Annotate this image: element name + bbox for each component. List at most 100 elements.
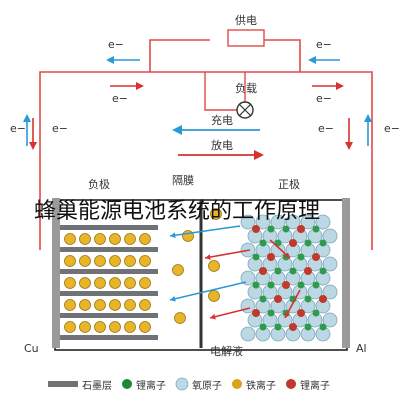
electron-arrowhead bbox=[345, 142, 353, 150]
load-label: 负载 bbox=[235, 81, 257, 95]
oxygen-atom bbox=[322, 256, 338, 272]
iron-ion bbox=[259, 295, 267, 303]
lithium-ion bbox=[94, 277, 106, 289]
ion-path-arrowhead bbox=[170, 232, 176, 239]
load: 负载 bbox=[235, 81, 257, 119]
lithium-ion bbox=[94, 233, 106, 245]
anode-graphite-stack bbox=[60, 225, 158, 340]
lithium-ion bbox=[79, 233, 91, 245]
lithium-ion bbox=[109, 255, 121, 267]
iron-ion bbox=[312, 281, 320, 289]
oxygen-atom bbox=[315, 214, 331, 230]
oxygen-atom bbox=[322, 284, 338, 300]
metal-ion bbox=[267, 253, 275, 261]
ion-path-arrowhead bbox=[284, 252, 290, 258]
oxygen-atom bbox=[300, 214, 316, 230]
iron-ion bbox=[319, 267, 327, 275]
migrating-lithium-ion bbox=[210, 208, 222, 220]
metal-ion bbox=[312, 253, 320, 261]
electron-label: e− bbox=[318, 122, 334, 135]
iron-ion bbox=[274, 323, 282, 331]
graphite-layer bbox=[60, 247, 158, 252]
iron-ion bbox=[304, 323, 312, 331]
metal-ion bbox=[297, 225, 305, 233]
electron-arrowhead bbox=[136, 82, 144, 90]
graphite-layer bbox=[60, 335, 158, 340]
electron-arrowhead bbox=[364, 114, 372, 122]
cu-collector bbox=[52, 198, 60, 348]
iron-ion bbox=[267, 309, 275, 317]
lithium-ion bbox=[79, 299, 91, 311]
outer-wire bbox=[39, 71, 373, 250]
lithium-ion bbox=[109, 321, 121, 333]
metal-ion bbox=[252, 309, 260, 317]
inner-wire-right bbox=[262, 39, 301, 72]
power-supply: 供电 bbox=[227, 13, 265, 47]
iron-ion bbox=[297, 281, 305, 289]
legend-label: 锂离子 bbox=[136, 379, 166, 392]
separator-label: 隔膜 bbox=[172, 174, 194, 187]
legend-label: 铁离子 bbox=[246, 379, 276, 392]
oxygen-atom bbox=[270, 214, 286, 230]
metal-ion bbox=[252, 225, 260, 233]
charge-arrowhead bbox=[172, 125, 182, 135]
lithium-ion bbox=[124, 233, 136, 245]
metal-ion bbox=[289, 239, 297, 247]
lithium-ion bbox=[94, 321, 106, 333]
iron-ion bbox=[259, 323, 267, 331]
legend: 石墨层锂离子氧原子铁离子锂离子 bbox=[48, 377, 330, 392]
metal-ion bbox=[274, 295, 282, 303]
cu-label: Cu bbox=[24, 342, 39, 355]
lithium-ion bbox=[64, 277, 76, 289]
oxygen-atom bbox=[322, 312, 338, 328]
iron-ion bbox=[259, 239, 267, 247]
lithium-ion bbox=[64, 255, 76, 267]
oxygen-atom bbox=[240, 326, 256, 342]
electron-arrowhead bbox=[29, 142, 37, 150]
al-collector bbox=[342, 198, 350, 348]
iron-ion bbox=[267, 225, 275, 233]
electron-label: e− bbox=[10, 122, 26, 135]
external-circuit bbox=[39, 39, 373, 250]
oxygen-atom bbox=[240, 270, 256, 286]
ion-path-arrow bbox=[169, 225, 241, 237]
iron-ion bbox=[267, 281, 275, 289]
lithium-ion bbox=[64, 233, 76, 245]
lithium-ion bbox=[79, 255, 91, 267]
migrating-lithium-ion bbox=[172, 264, 184, 276]
load-wire bbox=[204, 72, 246, 111]
migrating-lithium-ion bbox=[208, 260, 220, 272]
electron-arrowhead bbox=[23, 114, 31, 122]
discharge-label: 放电 bbox=[211, 138, 233, 152]
iron-ion bbox=[312, 309, 320, 317]
lithium-ion bbox=[109, 277, 121, 289]
legend-swatch bbox=[122, 379, 132, 389]
diagram-title: 蜂巢能源电池系统的工作原理 bbox=[34, 199, 320, 224]
legend-label: 石墨层 bbox=[82, 380, 112, 392]
lithium-ion bbox=[124, 299, 136, 311]
lithium-ion bbox=[139, 277, 151, 289]
lithium-ion bbox=[139, 299, 151, 311]
lamp-cross-b bbox=[238, 103, 252, 117]
iron-ion bbox=[289, 267, 297, 275]
legend-swatch bbox=[232, 379, 242, 389]
discharge-arrowhead bbox=[254, 150, 264, 160]
lithium-ion bbox=[124, 321, 136, 333]
electron-arrowhead bbox=[336, 82, 344, 90]
graphite-layer bbox=[60, 225, 158, 230]
iron-ion bbox=[304, 295, 312, 303]
lithium-ion bbox=[64, 321, 76, 333]
charge-discharge: 充电 放电 bbox=[172, 113, 264, 160]
iron-ion bbox=[297, 253, 305, 261]
ion-migration bbox=[169, 208, 301, 324]
graphite-layer bbox=[60, 291, 158, 296]
ion-path-arrow bbox=[204, 249, 251, 259]
power-supply-label: 供电 bbox=[235, 13, 257, 27]
electron-label: e− bbox=[384, 122, 400, 135]
electron-arrowhead bbox=[308, 56, 316, 64]
metal-ion bbox=[297, 309, 305, 317]
lithium-ion bbox=[79, 277, 91, 289]
electron-label: e− bbox=[112, 92, 128, 105]
inner-wire bbox=[149, 39, 210, 72]
graphite-layer bbox=[60, 269, 158, 274]
